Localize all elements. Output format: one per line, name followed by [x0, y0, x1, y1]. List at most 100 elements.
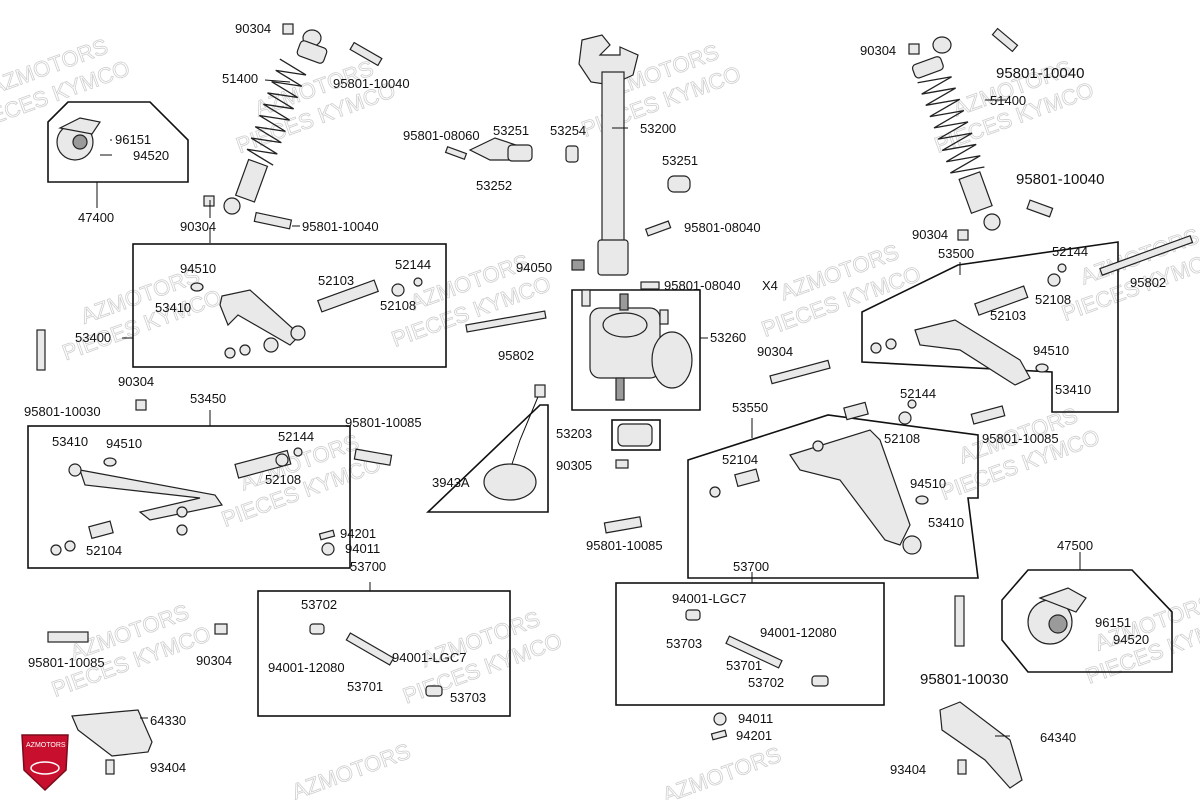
label-53701: 53701 [726, 658, 762, 673]
bolt-95801-10085 [970, 405, 1006, 425]
washer-52144 [413, 277, 423, 287]
label-52103: 52103 [318, 273, 354, 288]
label-53400: 53400 [75, 330, 111, 345]
bolt-95801-10085 [603, 516, 643, 534]
ring-94510 [915, 495, 929, 505]
shock-bottom-eye [223, 197, 241, 215]
nut-90304 [135, 399, 147, 411]
tie-rod-left [309, 529, 443, 697]
label-51400: 51400 [990, 93, 1026, 108]
shock-bottom-eye [983, 213, 1001, 231]
washer-52108 [1047, 273, 1061, 287]
sensor-3943a [483, 384, 546, 501]
knuckle-bearing [72, 134, 88, 150]
label-95802: 95802 [498, 348, 534, 363]
washer [870, 342, 882, 354]
label-52104: 52104 [722, 452, 758, 467]
ball-joint [902, 535, 922, 555]
ball-joint [68, 463, 82, 477]
label-94001-12080: 94001-12080 [760, 625, 837, 640]
label-53203: 53203 [556, 426, 592, 441]
ring-94510 [103, 457, 117, 467]
watermark-azmotors: AZMOTORS [288, 738, 413, 800]
washer-52108 [275, 453, 289, 467]
ring-94510 [1035, 363, 1049, 373]
leader-lines [96, 79, 1081, 737]
label-94011: 94011 [738, 711, 773, 726]
label-94201: 94201 [736, 728, 772, 743]
pipe-long [843, 401, 869, 421]
nut-94011 [321, 542, 335, 556]
label-53703: 53703 [450, 690, 486, 705]
label-95801-10085: 95801-10085 [982, 431, 1059, 446]
tie-rod-right [685, 609, 829, 741]
label-53702: 53702 [301, 597, 337, 612]
label-94001-lgc7: 94001-LGC7 [672, 591, 746, 606]
shock-top-eye [932, 36, 952, 54]
tie-rod-end-53702 [309, 623, 325, 635]
box-53450 [27, 425, 351, 569]
box-53500 [861, 241, 1119, 413]
label-94510: 94510 [1033, 343, 1069, 358]
shock-body [958, 171, 993, 214]
shock-top-mount [296, 40, 328, 64]
label-64340: 64340 [1040, 730, 1076, 745]
label-94011: 94011 [345, 541, 380, 556]
bolt-95801-08040 [581, 289, 591, 307]
ring-94510 [190, 282, 204, 292]
nut-90305 [615, 459, 629, 469]
washer [176, 506, 188, 518]
mount-53203-body [617, 423, 653, 447]
nut-94201 [318, 529, 336, 541]
label-53450: 53450 [190, 391, 226, 406]
label-52144: 52144 [900, 386, 936, 401]
label-47500: 47500 [1057, 538, 1093, 553]
box-47500 [1001, 569, 1173, 673]
washer-52144 [1057, 263, 1067, 273]
bushing-52104 [88, 520, 114, 540]
bolt-95801-10040 [1026, 199, 1054, 218]
steering-shaft-lower [597, 239, 629, 276]
nut-90304 [957, 229, 969, 241]
gearbox [589, 293, 693, 401]
label-95801-10030: 95801-10030 [24, 404, 101, 419]
label-52144: 52144 [278, 429, 314, 444]
tie-rod-53701 [345, 632, 395, 666]
label-90304: 90304 [180, 219, 216, 234]
gearbox-cap [602, 312, 648, 338]
sensor-cable [509, 391, 541, 471]
washer [812, 440, 824, 452]
tie-rod-end-53703 [685, 609, 701, 621]
logo-swirl [30, 761, 60, 775]
shock-top-mount [911, 56, 944, 79]
bolt-95801-08040 [659, 309, 669, 325]
knuckle-left [56, 117, 101, 161]
label-53260: 53260 [710, 330, 746, 345]
washer [50, 544, 62, 556]
label-3943a: 3943A [432, 475, 470, 490]
label-52144: 52144 [1052, 244, 1088, 259]
label-94050: 94050 [516, 260, 552, 275]
bolt-95801-10085 [47, 631, 89, 643]
label-95801-08040: 95801-08040 [664, 278, 741, 293]
knuckle-arm [58, 117, 101, 135]
bushing [263, 337, 279, 353]
gearbox-flange [651, 331, 693, 389]
clamp-53251-b [667, 175, 691, 193]
leader [264, 79, 291, 83]
washer-52108 [391, 283, 405, 297]
label-95801-10085: 95801-10085 [28, 655, 105, 670]
gearbox-top-shaft [619, 293, 629, 311]
label-90304: 90304 [196, 653, 232, 668]
steering-column [468, 34, 691, 276]
label-53254: 53254 [550, 123, 586, 138]
label-90304: 90304 [757, 344, 793, 359]
label-53550: 53550 [732, 400, 768, 415]
tie-rod-end-53703 [425, 685, 443, 697]
label-95801-10085: 95801-10085 [345, 415, 422, 430]
washer [885, 338, 897, 350]
shock-absorber-right [911, 36, 1001, 231]
washer [176, 524, 188, 536]
label-95801-08060: 95801-08060 [403, 128, 480, 143]
label-96151: 96151 [1095, 615, 1131, 630]
